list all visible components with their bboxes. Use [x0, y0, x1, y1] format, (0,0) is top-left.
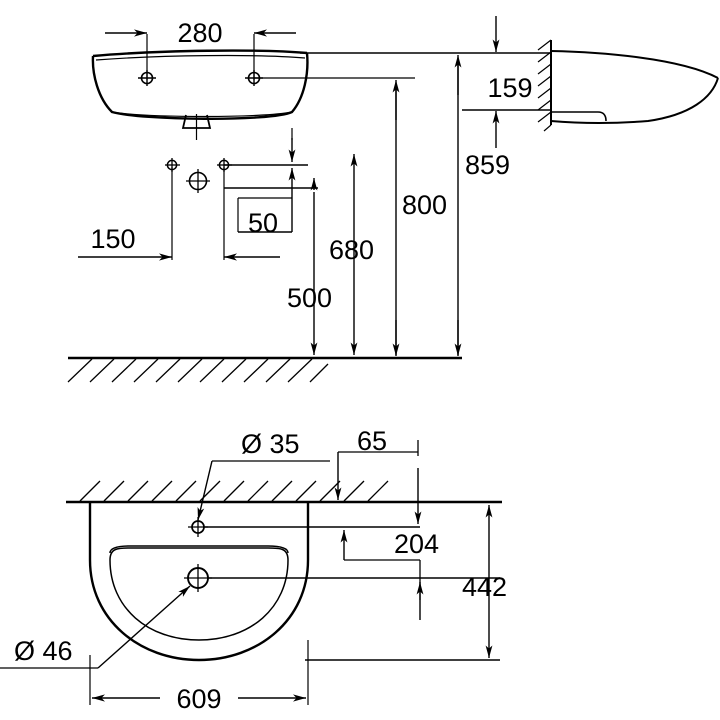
dim-label-800: 800: [402, 190, 447, 220]
leader-dia35: [197, 460, 330, 521]
dim-label-680: 680: [329, 235, 374, 265]
dimension-204: [340, 530, 424, 620]
plan-basin-outer-outline: [88, 502, 310, 662]
plan-wall-hatched: [66, 480, 502, 504]
plan-basin-inner-outline: [109, 545, 289, 641]
floor-line-hatched: [67, 356, 462, 383]
dim-label-159: 159: [487, 73, 532, 103]
dim-label-609: 609: [176, 684, 221, 714]
dim-label-442: 442: [462, 572, 507, 602]
dimension-50: [238, 128, 296, 233]
dim-label-dia35: Ø 35: [241, 429, 300, 459]
dim-label-204: 204: [394, 529, 439, 559]
front-elevation-basin-outline: [91, 49, 309, 129]
dim-label-859: 859: [465, 150, 510, 180]
dim-label-280: 280: [177, 18, 222, 48]
leader-dia46: [0, 585, 191, 669]
dimension-65: [334, 440, 422, 524]
dim-label-65: 65: [357, 426, 387, 456]
waste-outlet-symbol: [186, 169, 210, 193]
dim-label-500: 500: [287, 283, 332, 313]
side-elevation-basin-outline: [550, 50, 719, 124]
dimension-609: [89, 640, 309, 705]
dim-label-50: 50: [248, 208, 278, 238]
dim-label-150: 150: [90, 224, 135, 254]
dim-label-dia46: Ø 46: [14, 636, 73, 666]
